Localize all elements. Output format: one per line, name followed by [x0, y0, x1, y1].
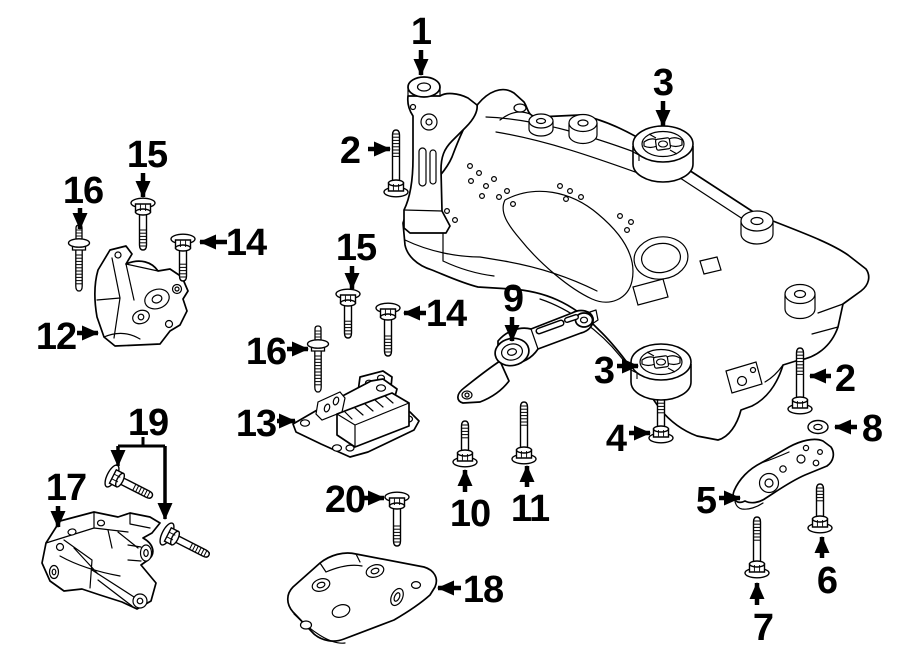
callout-2-left: 2 — [340, 130, 391, 172]
bolt-7 — [744, 516, 770, 579]
callout-label: 19 — [128, 402, 168, 444]
callout-label: 17 — [46, 467, 86, 509]
callout-18: 18 — [437, 569, 504, 611]
bolt-10 — [452, 420, 478, 468]
callout-label: 18 — [463, 569, 503, 611]
bolt-15-left — [130, 197, 156, 251]
bolt-14-left — [170, 233, 196, 282]
callout-4: 4 — [606, 418, 651, 460]
callout-label: 13 — [236, 403, 276, 445]
callout-13: 13 — [236, 403, 296, 445]
callout-label: 15 — [127, 134, 168, 176]
callout-label: 1 — [411, 11, 432, 53]
mount-3-bottom — [630, 343, 692, 401]
adapter-plate — [286, 552, 438, 644]
bolt-19b — [159, 522, 210, 558]
callout-14-left: 14 — [199, 222, 268, 264]
callout-20: 20 — [325, 479, 385, 521]
lower-support-bracket — [732, 438, 835, 510]
callout-label: 2 — [340, 130, 360, 172]
subframe-crossmember — [402, 88, 870, 441]
callout-6: 6 — [814, 536, 838, 602]
bolt-11 — [511, 401, 537, 465]
callout-8: 8 — [834, 408, 883, 450]
callout-15-left: 15 — [127, 134, 169, 198]
callout-2-right: 2 — [809, 358, 856, 400]
callout-16-middle: 16 — [246, 331, 309, 373]
callout-17: 17 — [46, 467, 87, 528]
callout-label: 12 — [36, 316, 76, 358]
callout-label: 15 — [336, 227, 377, 269]
mount-3-top — [632, 125, 694, 183]
callout-label: 8 — [862, 408, 882, 450]
callout-label: 4 — [606, 418, 627, 460]
bolt-4 — [648, 395, 674, 444]
transmission-mount — [292, 370, 420, 458]
callout-15-middle: 15 — [336, 227, 378, 290]
callout-7: 7 — [749, 582, 774, 649]
callout-label: 11 — [511, 488, 550, 530]
callout-label: 20 — [325, 479, 365, 521]
bolt-19a — [104, 464, 154, 499]
callout-label: 6 — [817, 560, 837, 602]
callout-label: 9 — [503, 278, 523, 320]
side-engine-mount — [94, 245, 189, 347]
engine-bracket — [403, 76, 478, 234]
callout-label: 10 — [450, 493, 490, 535]
callout-9: 9 — [503, 278, 524, 342]
callout-16-left: 16 — [63, 170, 104, 230]
callout-19: 19 — [110, 402, 173, 520]
bolt-14-middle — [375, 302, 401, 357]
stud-16-middle — [306, 325, 330, 393]
callout-1: 1 — [411, 11, 433, 76]
bolt-15-middle — [335, 288, 361, 339]
bolt-2-right — [787, 347, 813, 415]
callout-label: 3 — [594, 350, 614, 392]
bolt-2-left — [383, 129, 409, 198]
callout-3-bottom: 3 — [594, 350, 639, 392]
callout-label: 2 — [835, 358, 855, 400]
torque-arm — [457, 309, 599, 404]
callout-5: 5 — [696, 480, 741, 522]
callout-14-middle: 14 — [403, 293, 468, 335]
stud-16-left — [67, 224, 91, 292]
callout-label: 16 — [63, 170, 103, 212]
engine-support-bracket — [41, 511, 161, 610]
callout-label: 14 — [226, 222, 267, 264]
callout-3-top: 3 — [653, 62, 674, 127]
bolt-20 — [384, 491, 410, 547]
callout-label: 5 — [696, 480, 717, 522]
callout-label: 16 — [246, 331, 286, 373]
callout-label: 3 — [653, 62, 673, 104]
washer-8 — [807, 419, 829, 435]
callout-11: 11 — [511, 465, 551, 530]
callout-label: 14 — [426, 293, 467, 335]
bolt-6 — [807, 483, 833, 534]
callout-label: 7 — [753, 607, 773, 649]
callout-10: 10 — [450, 469, 491, 535]
callout-12: 12 — [36, 316, 99, 358]
